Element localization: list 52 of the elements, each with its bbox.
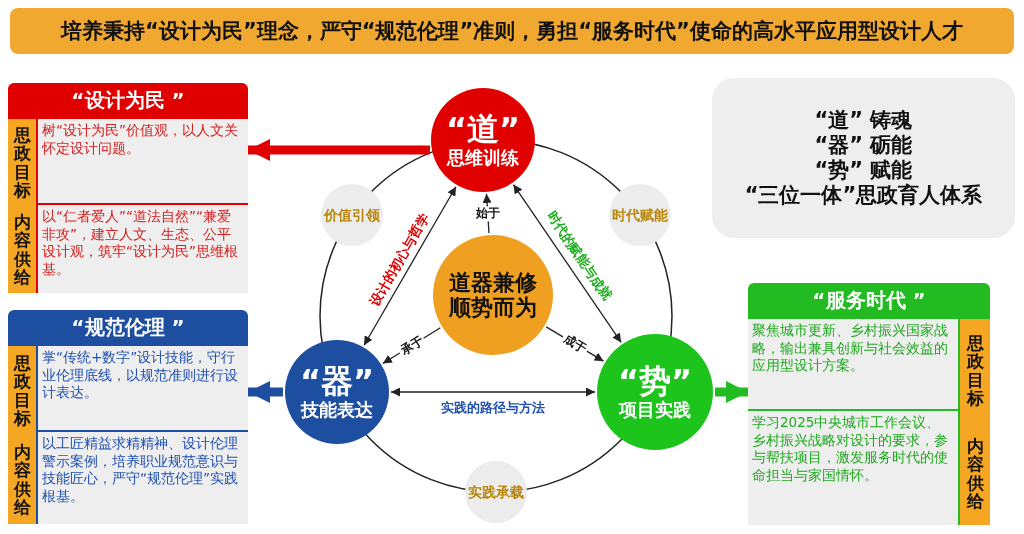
side-label: 思政目标 — [13, 353, 31, 428]
side-label: 内容供给 — [13, 212, 31, 287]
box-text: 树“设计为民”价值观，以人文关怀定设计问题。 — [42, 122, 239, 158]
label-circle — [321, 184, 383, 246]
side-label: 内容供给 — [13, 442, 31, 517]
title-banner: 培养秉持“设计为民”理念，严守“规范伦理”准则，勇担“服务时代”使命的高水平应用型设计人才 — [10, 8, 1014, 54]
box-text: 以“仁者爱人”“道法自然”“兼爱非攻”，建立人文、生态、公平设计观，筑牢“设计为民”思维根基。 — [42, 208, 239, 279]
text-box — [38, 119, 248, 203]
circle-text: 时代赋能 — [612, 206, 668, 224]
block-arrow — [248, 139, 430, 161]
panel — [8, 310, 248, 524]
panel — [748, 283, 990, 525]
block-arrow — [248, 381, 283, 403]
text-box — [38, 432, 248, 524]
circle-text: 项目实践 — [619, 400, 691, 421]
edge-label: 实践的路径与方法 — [441, 400, 545, 416]
circle-text: 价值引领 — [324, 206, 380, 224]
panel — [8, 83, 248, 293]
circle-heading: “器” — [299, 363, 375, 401]
note-line: “三位一体”思政育人体系 — [744, 183, 983, 209]
side-label: 思政目标 — [966, 333, 984, 408]
block-arrow — [715, 381, 748, 403]
circle-heading: “势” — [617, 363, 693, 401]
circle-heading: “道” — [445, 111, 521, 149]
panel-heading: “服务时代 ” — [811, 287, 927, 314]
circle-text: 思维训练 — [447, 148, 519, 169]
text-box — [748, 411, 958, 525]
text-box — [38, 205, 248, 293]
note-line: “道” 铸魂 — [814, 107, 913, 133]
circle-text: 道器兼修顺势而为 — [448, 269, 538, 321]
box-text: 以工匠精益求精精神、设计伦理警示案例，培养职业规范意识与技能匠心，严守“规范伦理”实践根基。 — [42, 435, 239, 506]
side-bar — [8, 346, 36, 524]
side-label: 内容供给 — [966, 436, 984, 511]
label-circle — [609, 184, 671, 246]
box-text: 掌“传统+数字”设计技能，守行业伦理底线，以规范准则进行设计表达。 — [42, 349, 239, 402]
box-text: 学习2025中央城市工作会议、乡村振兴战略对设计的要求，参与帮扶项目，激发服务时代的使命担当与家国情怀。 — [752, 414, 949, 485]
arrow — [363, 186, 457, 346]
box-text: 聚焦城市更新、乡村振兴国家战略，输出兼具创新与社会效益的应用型设计方案。 — [752, 322, 949, 375]
edge-label: 始于 — [473, 205, 502, 222]
side-bar — [960, 319, 990, 525]
circle-text: 技能表达 — [301, 400, 373, 421]
text-box — [748, 319, 958, 409]
note-line: “势” 赋能 — [814, 158, 913, 183]
circle-text: 实践承载 — [468, 483, 524, 501]
arrow — [390, 387, 596, 397]
note-line: “器” 砺能 — [814, 132, 913, 158]
text-box — [38, 346, 248, 430]
side-label: 思政目标 — [13, 125, 31, 200]
panel-heading: “设计为民 ” — [70, 87, 186, 114]
side-bar — [8, 119, 36, 293]
panel-heading: “规范伦理 ” — [70, 314, 186, 341]
arrow — [512, 183, 622, 344]
